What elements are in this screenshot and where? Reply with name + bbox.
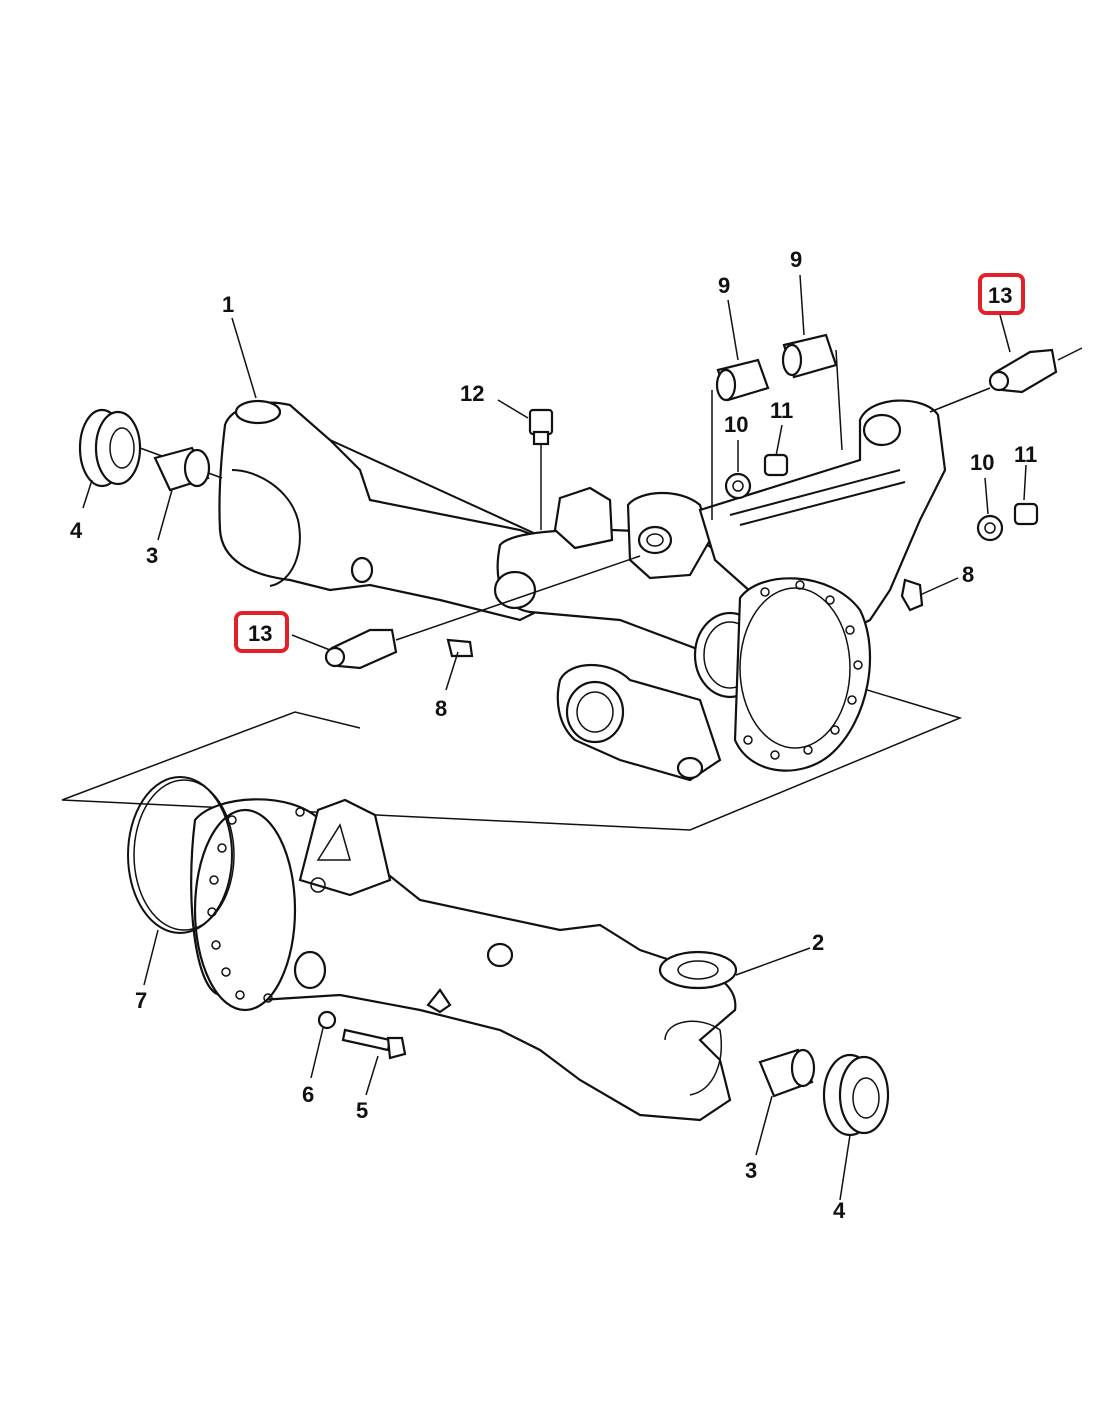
callout-11-right: 11 <box>1014 442 1037 467</box>
item-7-o-ring <box>127 776 235 934</box>
item-8-grease-fitting-left <box>446 638 474 658</box>
callout-5: 5 <box>356 1098 368 1123</box>
callout-8-left: 8 <box>435 696 447 721</box>
callout-9-right: 9 <box>790 247 802 272</box>
callout-13-right: 13 <box>988 283 1012 308</box>
leader-lines <box>82 274 1027 1201</box>
callout-10-right: 10 <box>970 450 994 475</box>
item-4-seal-lower-right <box>822 1053 890 1137</box>
item-10-washer-a <box>724 472 752 500</box>
highlight-box-right <box>978 273 1025 315</box>
item-8-grease-fitting-right <box>900 578 924 612</box>
item-9-bushing-a <box>711 358 770 520</box>
flange-bolt-holes <box>743 580 863 760</box>
callout-9-left: 9 <box>718 273 730 298</box>
callout-labels: 1 2 3 3 4 4 5 6 7 8 8 9 9 10 10 11 11 12 <box>70 247 1037 1223</box>
item-11-fitting-a <box>763 453 789 477</box>
callout-6: 6 <box>302 1082 314 1107</box>
callout-8-right: 8 <box>962 562 974 587</box>
callout-13-left: 13 <box>248 621 272 646</box>
highlight-box-left <box>234 611 289 653</box>
item-11-fitting-b <box>1013 502 1039 526</box>
item-13-pin-left <box>324 555 641 670</box>
callout-11-upper: 11 <box>770 398 793 423</box>
callout-2: 2 <box>812 930 824 955</box>
callout-4-lower: 4 <box>833 1198 846 1223</box>
item-5-bolt <box>341 1028 407 1060</box>
item-3-bushing-lower-right <box>758 1048 816 1098</box>
item-4-seal-upper-left <box>78 408 223 488</box>
callout-4-upper: 4 <box>70 518 83 543</box>
item-6-washer <box>317 1010 337 1030</box>
callout-12: 12 <box>460 381 484 406</box>
highlighted-callout-13-left: 13 <box>234 611 289 653</box>
callout-3-upper: 3 <box>146 543 158 568</box>
item-10-washer-b <box>976 514 1004 542</box>
item-9-bushing-b <box>781 333 843 451</box>
item-13-pin-right <box>929 347 1083 413</box>
callout-1: 1 <box>222 292 234 317</box>
highlighted-callout-13-right: 13 <box>978 273 1025 315</box>
upper-axle-housing <box>61 399 963 831</box>
item-12-plug <box>528 408 554 530</box>
callout-3-lower: 3 <box>745 1158 757 1183</box>
callout-7: 7 <box>135 988 147 1013</box>
lower-axle-housing <box>190 798 738 1122</box>
callout-10-upper: 10 <box>724 412 748 437</box>
item-3-bushing-upper-left <box>153 446 211 492</box>
